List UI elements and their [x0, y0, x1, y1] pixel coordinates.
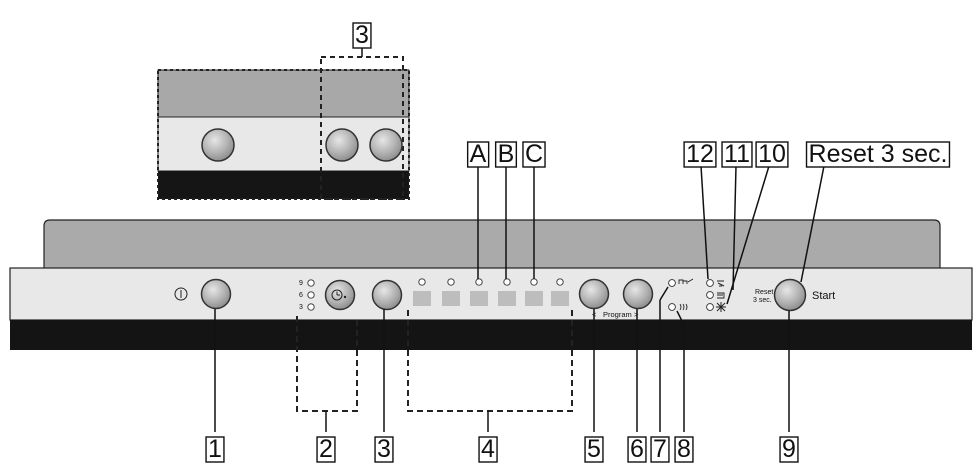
callout-3-bottom: 3: [374, 435, 394, 463]
timer-level-indicators: 9 6 3: [299, 279, 315, 311]
callout-text: 2: [319, 435, 333, 463]
indicator-light: [307, 279, 315, 287]
callout-text: Reset 3 sec.: [809, 140, 948, 168]
indicator-light: [503, 278, 511, 286]
indicator-light: [556, 278, 564, 286]
glass-icon: [716, 302, 726, 312]
power-icon: [174, 287, 188, 301]
callout-C: C: [522, 140, 546, 168]
leader-lines: [214, 165, 825, 432]
callout-2: 2: [316, 435, 336, 463]
callout-labels: 3 A B C 12 11 10 Reset 3 sec. 1 2 3 4 5 …: [205, 21, 951, 463]
reset-label-line2: 3 sec.: [753, 297, 772, 304]
program-symbol-slot: [498, 291, 516, 306]
callout-text: 5: [587, 435, 601, 463]
indicator-light: [530, 278, 538, 286]
callout-text: 6: [630, 435, 644, 463]
option-button[interactable]: [371, 279, 403, 311]
indicator-light: [475, 278, 483, 286]
callout-text: 11: [724, 140, 750, 168]
callout-text: 1: [208, 435, 222, 463]
salt-icon: [717, 292, 725, 299]
program-symbol-slot: [442, 291, 460, 306]
start-button[interactable]: [773, 278, 807, 312]
half-load-icon: [678, 278, 694, 284]
callout-10: 10: [755, 140, 789, 168]
bracket-program-group: [407, 310, 573, 412]
callout-7: 7: [650, 435, 670, 463]
timer-level-6: 6: [299, 292, 303, 299]
callout-text: 12: [686, 140, 714, 168]
indicator-light: [668, 279, 676, 287]
callout-B: B: [494, 140, 518, 168]
callout-6: 6: [627, 435, 647, 463]
callout-11: 11: [721, 140, 753, 168]
rinse-aid-icon: [717, 280, 725, 287]
callout-text: 7: [653, 435, 667, 463]
indicator-light: [418, 278, 426, 286]
timer-level-9: 9: [299, 280, 303, 287]
program-next-button[interactable]: [622, 278, 654, 310]
callout-text: 4: [481, 435, 495, 463]
callout-text: 3: [355, 21, 369, 49]
program-label: Program: [603, 310, 632, 319]
indicator-light: [706, 303, 714, 311]
bracket-timer-group: [296, 316, 358, 412]
callout-reset: Reset 3 sec.: [805, 140, 951, 168]
indicator-light: [307, 303, 315, 311]
indicator-light: [706, 291, 714, 299]
callout-4: 4: [478, 435, 498, 463]
callout-text: C: [525, 140, 543, 168]
indicator-light: [668, 303, 676, 311]
callout-8: 8: [674, 435, 694, 463]
callout-text: 3: [377, 435, 391, 463]
program-indicators: [413, 278, 569, 306]
indicator-light: [447, 278, 455, 286]
callout-text: 9: [782, 435, 796, 463]
callout-text: 10: [758, 140, 786, 168]
program-symbol-slot: [470, 291, 488, 306]
indicator-light: [706, 279, 714, 287]
callout-text: B: [498, 140, 515, 168]
inset-detail: [157, 46, 410, 200]
callout-12: 12: [683, 140, 717, 168]
inset-button-right: [369, 128, 403, 162]
program-prev-button[interactable]: [578, 278, 610, 310]
program-symbol-slot: [551, 291, 569, 306]
indicator-light: [307, 291, 315, 299]
timer-level-3: 3: [299, 304, 303, 311]
callout-text: A: [470, 140, 487, 168]
callout-5: 5: [584, 435, 604, 463]
callout-1: 1: [205, 435, 225, 463]
inset-button-mid: [325, 128, 359, 162]
program-symbol-slot: [413, 291, 431, 306]
inset-button-left: [201, 128, 235, 162]
start-label: Start: [812, 290, 835, 302]
reset-label-line1: Reset: [755, 289, 773, 296]
callout-9: 9: [779, 435, 799, 463]
callout-3-top: 3: [352, 21, 372, 49]
program-symbol-slot: [525, 291, 543, 306]
callout-A: A: [466, 140, 490, 168]
main-panel: [9, 219, 973, 350]
timer-icon: [331, 289, 347, 301]
callout-text: 8: [677, 435, 691, 463]
power-button[interactable]: [200, 278, 232, 310]
steam-icon: [679, 303, 688, 311]
